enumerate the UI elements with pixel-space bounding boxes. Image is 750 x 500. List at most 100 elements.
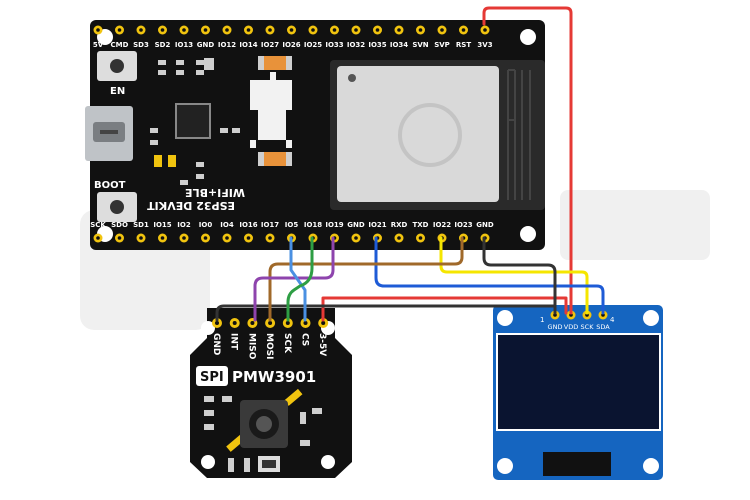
mounting-hole xyxy=(321,455,335,469)
wire-gnd-to-pmw-gnd xyxy=(215,304,556,322)
en-label: EN xyxy=(110,86,125,97)
pin-hole xyxy=(303,321,308,325)
esp32-pin-label: GND xyxy=(347,221,365,229)
optical-flow-sensor-icon xyxy=(240,400,288,448)
pin-hole xyxy=(117,28,122,32)
pmw-pin-label: INT xyxy=(229,333,239,351)
mounting-hole xyxy=(497,310,513,326)
pin-hole xyxy=(375,28,380,32)
esp32-pin-label: IO15 xyxy=(153,221,171,229)
wire-io22-to-sck xyxy=(439,236,589,315)
board-title: WIFI+BLE xyxy=(185,186,245,199)
esp32-pin-label: IO0 xyxy=(199,221,213,229)
pin-hole xyxy=(268,321,273,325)
pin-hole xyxy=(311,28,315,32)
boot-button[interactable] xyxy=(97,192,137,222)
esp32-pin-label: IO25 xyxy=(304,41,322,49)
esp32-pin-label: 5V xyxy=(93,41,104,49)
oled-screen xyxy=(497,334,660,430)
mounting-hole xyxy=(520,226,536,242)
esp32-pin-label: SVN xyxy=(412,41,428,49)
pin-hole xyxy=(139,236,143,240)
esp32-pin-label: IO33 xyxy=(325,41,343,49)
pin-hole xyxy=(289,28,294,32)
esp32-pin-label: IO2 xyxy=(177,221,191,229)
voltage-regulator xyxy=(250,72,292,148)
pmw-pin-label: MOSI xyxy=(264,333,274,359)
pin-hole xyxy=(232,321,237,325)
esp32-pin-label: SCK xyxy=(90,221,106,229)
smd-diode xyxy=(258,152,292,166)
pmw-pin-label: MISO xyxy=(246,333,256,360)
smd-components xyxy=(204,396,322,472)
usb-port[interactable] xyxy=(85,106,133,161)
usb-uart-chip xyxy=(175,103,211,139)
oled-pin-label: GND xyxy=(548,323,563,331)
oled-pin-label: VDD xyxy=(564,323,578,331)
pin-hole xyxy=(418,236,423,240)
pin-hole xyxy=(182,236,186,240)
esp32-pin-label: SDO xyxy=(111,221,128,229)
esp32-pin-label: IO5 xyxy=(285,221,299,229)
pin-hole xyxy=(225,236,229,240)
wire-3v3-to-pmw-vcc xyxy=(321,296,568,322)
pmw-pin-label: CS xyxy=(300,333,310,346)
oled-pin-number: 1 xyxy=(540,316,544,324)
pin-hole xyxy=(246,28,251,32)
esp32-pin-label: SD1 xyxy=(133,221,149,229)
esp32-pin-label: IO12 xyxy=(218,41,236,49)
mounting-hole xyxy=(201,455,215,469)
esp32-pin-label: RST xyxy=(456,41,471,49)
wire-io19-to-miso xyxy=(253,236,335,322)
pin-hole xyxy=(354,236,358,240)
antenna-trace xyxy=(507,69,531,200)
wire-gnd-to-oled-gnd xyxy=(482,236,557,315)
esp32-pin-label: IO18 xyxy=(304,221,322,229)
pin-hole xyxy=(117,236,122,240)
pmw-title: PMW3901 xyxy=(232,368,316,386)
pin-hole xyxy=(246,236,251,240)
wire-io21-to-sda xyxy=(374,236,605,315)
wire-io18-to-sck xyxy=(286,236,314,322)
esp32-pin-label: IO17 xyxy=(261,221,279,229)
esp32-pin-label: IO32 xyxy=(347,41,365,49)
en-button[interactable] xyxy=(97,51,137,81)
pin-hole xyxy=(483,28,487,32)
status-leds xyxy=(154,155,176,167)
mounting-hole xyxy=(643,310,659,326)
pin-hole xyxy=(96,28,100,32)
esp32-pin-label: CMD xyxy=(111,41,129,49)
pin-hole xyxy=(203,28,208,32)
esp32-pin-label: IO19 xyxy=(325,221,343,229)
pin-hole xyxy=(461,28,466,32)
spi-badge: SPI xyxy=(196,366,228,386)
pin-hole xyxy=(268,236,272,240)
esp32-pin-label: IO14 xyxy=(239,41,257,49)
esp32-pin-label: IO34 xyxy=(390,41,408,49)
esp32-pin-label: RXD xyxy=(391,221,408,229)
pin-hole xyxy=(96,236,100,240)
wire-3v3-to-vdd xyxy=(482,6,573,315)
board-subtitle: ESP32 DEVKIT xyxy=(147,199,235,212)
wire-io5-to-cs xyxy=(289,236,307,322)
smd-diode xyxy=(258,56,292,70)
esp32-pin-label: IO4 xyxy=(220,221,234,229)
mounting-hole xyxy=(520,29,536,45)
pin-hole xyxy=(225,28,229,32)
pin-hole xyxy=(332,28,337,32)
smd-components xyxy=(150,58,240,185)
esp32-pin-label: GND xyxy=(197,41,215,49)
mounting-hole xyxy=(201,321,215,335)
esp32-pin-label: SD3 xyxy=(133,41,149,49)
pin-hole xyxy=(160,28,165,32)
esp32-pin-label: GND xyxy=(476,221,494,229)
oled-pin-label: SCK xyxy=(581,323,595,331)
wires xyxy=(215,6,605,322)
esp32-pin-label: TXD xyxy=(413,221,429,229)
oled-pin-label: SDA xyxy=(596,323,610,331)
